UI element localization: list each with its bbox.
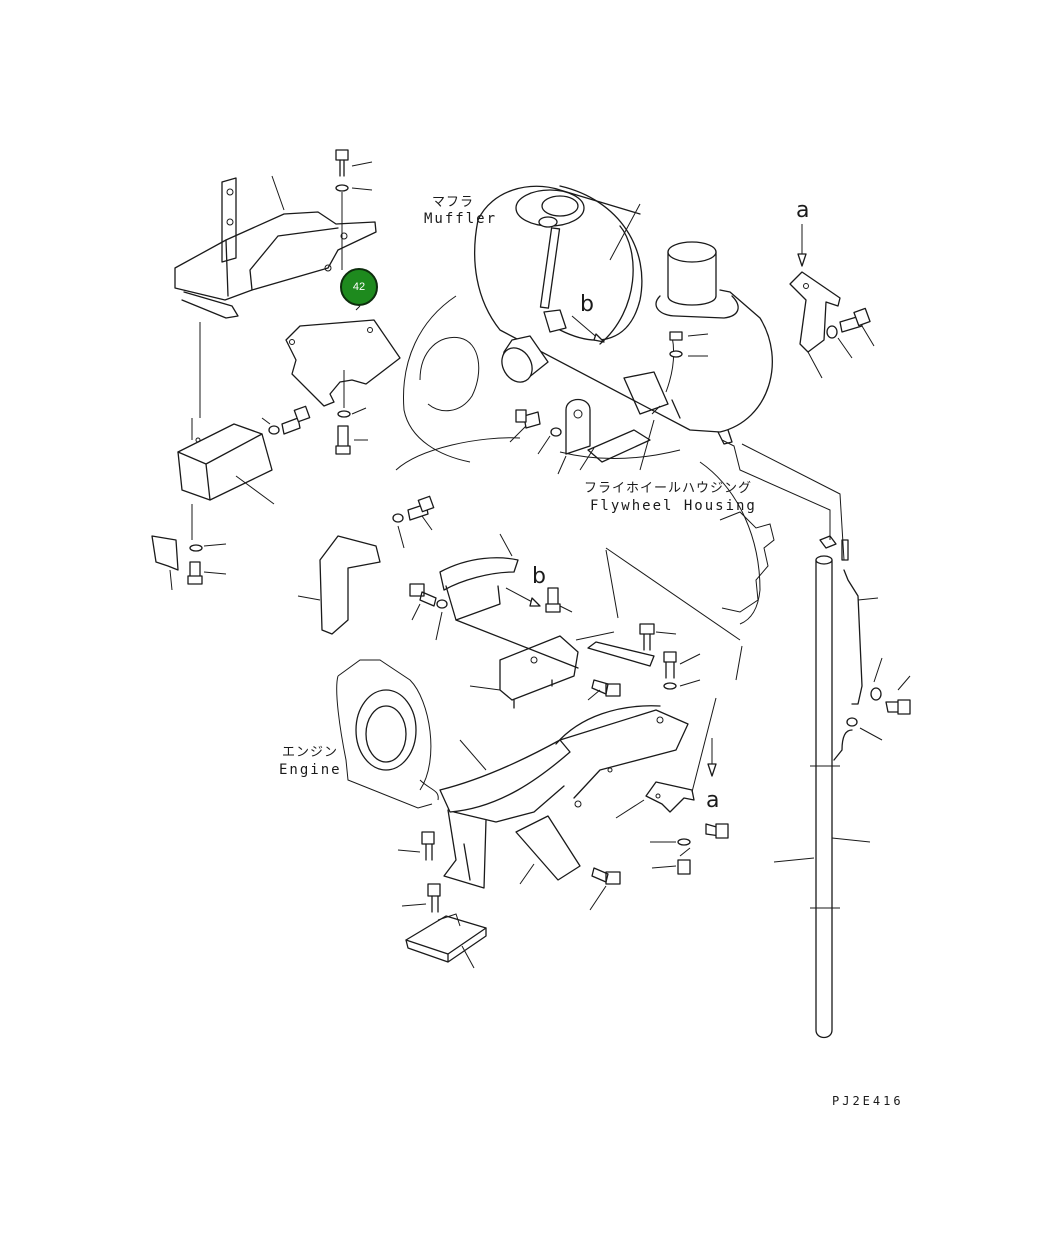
lower-bolts (397, 831, 621, 913)
muffler (474, 185, 773, 445)
drawing-code: PJ2E416 (832, 1094, 904, 1108)
saddle-lower (439, 705, 689, 889)
engine-lower (336, 659, 439, 809)
box-bolt (261, 405, 311, 435)
muffler-label-en: Muffler (424, 211, 498, 227)
view-marker-b-top: b (580, 292, 594, 317)
engine-label-en: Engine (279, 762, 342, 778)
middle-left-bracket (297, 495, 435, 635)
middle-rod (575, 623, 701, 701)
flywheel-brackets (509, 398, 651, 475)
part-callout-badge[interactable]: 42 (340, 268, 378, 306)
mounting-block (469, 587, 579, 709)
muffler-label-jp: マフラ (432, 195, 475, 210)
base-plate (405, 913, 487, 969)
saddle-mount-upper (439, 533, 579, 669)
engine-label-jp: エンジン (282, 745, 339, 760)
engine-outline-arcs (395, 295, 775, 625)
heat-shield-plate (285, 319, 401, 407)
lower-plate (515, 815, 581, 885)
view-a-lower (615, 738, 729, 875)
middle-bolts-left (409, 583, 448, 641)
leader-lines (271, 175, 743, 793)
part-callout-number: 42 (352, 281, 366, 293)
small-bracket-left (151, 535, 227, 591)
arrow-b-upper (571, 315, 605, 343)
box-component (177, 322, 275, 540)
arrow-b-middle (505, 587, 541, 607)
upper-bolt-stack (335, 149, 373, 455)
flywheel-housing-label-en: Flywheel Housing (590, 498, 757, 514)
right-bracket (789, 224, 875, 379)
exhaust-pipe (721, 439, 911, 1039)
view-marker-b-middle: b (532, 564, 546, 589)
flywheel-housing-label-jp: フライホイールハウジング (584, 481, 753, 496)
upper-bracket (174, 177, 377, 319)
view-marker-a-bottom: a (706, 788, 720, 813)
view-marker-a-top: a (796, 198, 810, 223)
